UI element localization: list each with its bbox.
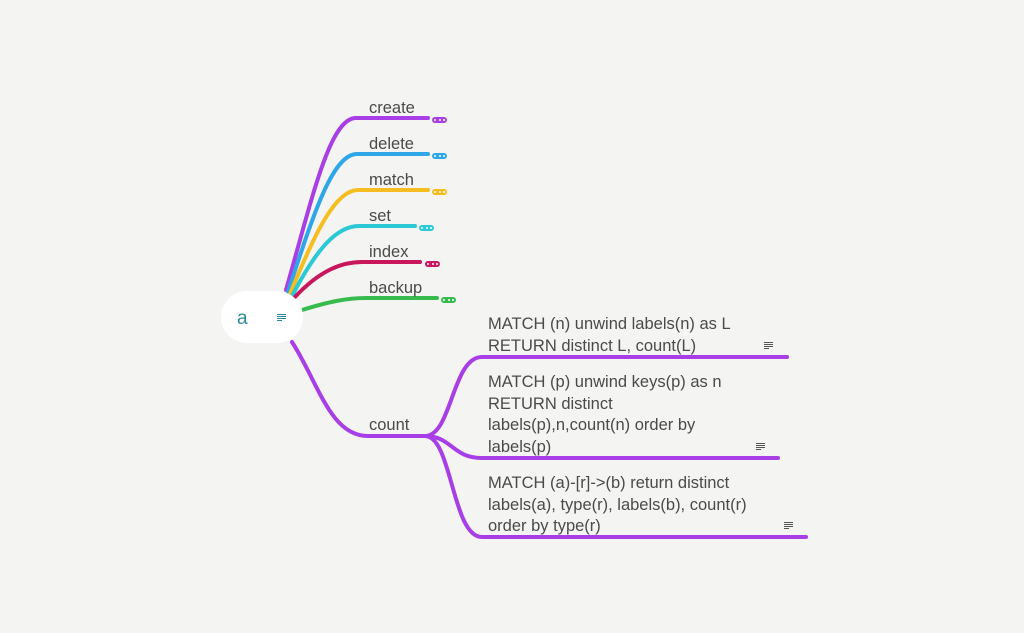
- topic-index[interactable]: index: [369, 243, 409, 261]
- connector-count: [290, 340, 427, 438]
- connector-backup: [300, 296, 439, 312]
- connector-index: [292, 260, 422, 300]
- topic-count[interactable]: count: [369, 416, 410, 434]
- collapse-indicator-create[interactable]: [432, 117, 447, 123]
- subtopic-count-2[interactable]: MATCH (p) unwind keys(p) as n RETURN dis…: [488, 373, 722, 456]
- topic-delete[interactable]: delete: [369, 135, 414, 153]
- collapse-indicator-set[interactable]: [419, 225, 434, 231]
- note-icon[interactable]: [756, 443, 765, 451]
- topic-create[interactable]: create: [369, 99, 415, 117]
- root-label: a: [237, 308, 248, 329]
- connector-set: [290, 224, 417, 298]
- connector-create: [284, 116, 430, 292]
- connector-count-child-1: [423, 355, 789, 438]
- topic-set[interactable]: set: [369, 207, 392, 225]
- note-icon[interactable]: [784, 522, 793, 530]
- root-node[interactable]: [221, 291, 303, 343]
- connector-match: [288, 188, 430, 296]
- subtopic-count-1[interactable]: MATCH (n) unwind labels(n) as L RETURN d…: [488, 315, 731, 355]
- collapse-indicator-match[interactable]: [432, 189, 447, 195]
- collapse-indicator-index[interactable]: [425, 261, 440, 267]
- connector-count-child-2: [423, 434, 780, 460]
- subtopic-count-3[interactable]: MATCH (a)-[r]->(b) return distinct label…: [488, 474, 747, 535]
- topic-backup[interactable]: backup: [369, 279, 423, 297]
- connector-delete: [286, 152, 430, 294]
- collapse-indicator-backup[interactable]: [441, 297, 456, 303]
- collapse-indicator-delete[interactable]: [432, 153, 447, 159]
- topic-match[interactable]: match: [369, 171, 414, 189]
- connector-count-child-3: [423, 434, 808, 539]
- note-icon[interactable]: [764, 342, 773, 350]
- note-icon[interactable]: [277, 314, 286, 322]
